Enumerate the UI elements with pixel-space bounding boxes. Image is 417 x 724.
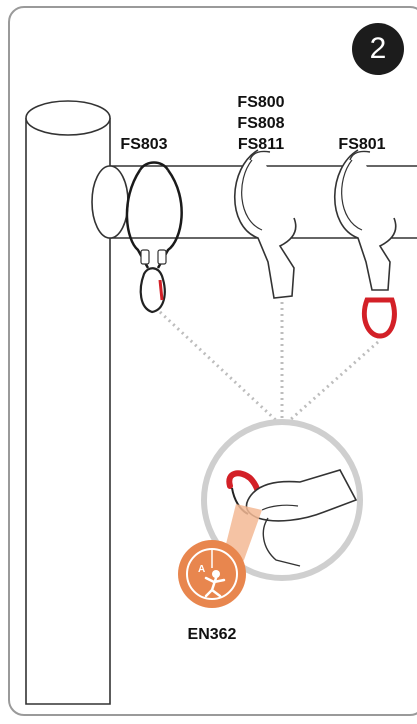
label-fs808: FS808: [237, 115, 285, 132]
carabiner-icon: [139, 267, 166, 314]
label-en362: EN362: [187, 626, 237, 643]
fs801-sling: [333, 149, 397, 339]
fs800-sling: [233, 149, 297, 299]
label-fs801: FS801: [338, 136, 386, 153]
connector-lines: [158, 302, 379, 426]
label-fs811: FS811: [237, 136, 285, 153]
label-fs800: FS800: [237, 94, 285, 111]
step-number-badge: 2: [352, 23, 404, 75]
label-fs803: FS803: [120, 136, 168, 153]
badge-letter: A: [198, 564, 205, 575]
fs803-strop: [125, 161, 183, 314]
vertical-pole: [25, 100, 111, 705]
fall-protection-icon: A: [178, 504, 262, 608]
